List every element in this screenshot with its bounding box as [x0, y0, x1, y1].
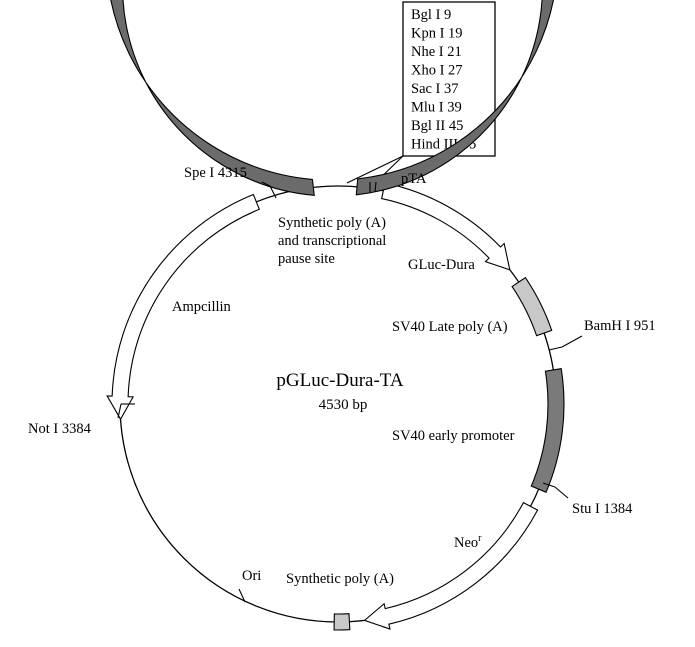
plasmid-name: pGLuc-Dura-TA	[276, 370, 403, 391]
spe-site-tick	[269, 185, 277, 199]
bamh-site-tick	[548, 346, 563, 351]
spe-site-leader	[261, 181, 271, 187]
ampicillin-label: Ampcillin	[172, 299, 232, 315]
synthetic-polya-pause-label: and transcriptional	[278, 233, 386, 249]
spe-site-label: Spe I 4315	[184, 165, 247, 181]
synthetic-polya-pause-label: Synthetic poly (A)	[278, 215, 386, 231]
gluc-dura-arrow	[381, 182, 511, 271]
ampicillin-arrow	[106, 193, 261, 421]
mcs-site: Bgl II 45	[411, 118, 463, 134]
gluc-label: GLuc-Dura	[408, 257, 475, 273]
bamh-site-label: BamH I 951	[584, 318, 656, 334]
stu-site-label: Stu I 1384	[572, 501, 633, 517]
neo-label: Neor	[454, 533, 482, 551]
stu-site-leader	[554, 486, 569, 499]
synthetic-polya-pause-label: pause site	[278, 251, 335, 267]
neo-arrow	[363, 501, 539, 630]
mcs-site: Sac I 37	[411, 81, 459, 97]
plasmid-size: 4530 bp	[319, 397, 368, 413]
mcs-site-tick-2	[374, 181, 377, 193]
not-site-leader	[117, 403, 122, 419]
synthetic-polya-block	[333, 613, 351, 631]
mcs-site: Mlu I 39	[411, 100, 462, 116]
synthetic-polya-label: Synthetic poly (A)	[286, 571, 394, 587]
synthetic-polya-pause-block	[110, 0, 554, 196]
pta-label: pTA	[401, 171, 427, 187]
ori-tick	[238, 588, 246, 603]
sv40-early-promoter-block	[530, 368, 565, 494]
ori-label: Ori	[242, 568, 261, 584]
mcs-connector-left	[346, 155, 404, 184]
sv40-early-label: SV40 early promoter	[392, 428, 515, 444]
neo-label-text: Neo	[454, 535, 478, 551]
mcs-site: Nhe I 21	[411, 44, 462, 60]
features-layer	[106, 0, 565, 631]
mcs-site: Xho I 27	[411, 63, 463, 79]
not-site-label: Not I 3384	[28, 421, 92, 437]
mcs-site: Bgl I 9	[411, 7, 451, 23]
sv40-late-label: SV40 Late poly (A)	[392, 319, 508, 335]
bamh-site-leader	[561, 335, 583, 348]
neo-label-superscript: r	[478, 533, 482, 544]
mcs-site: Kpn I 19	[411, 26, 463, 42]
sv40-late-polya-block	[511, 276, 553, 337]
stu-site-tick	[542, 482, 556, 488]
